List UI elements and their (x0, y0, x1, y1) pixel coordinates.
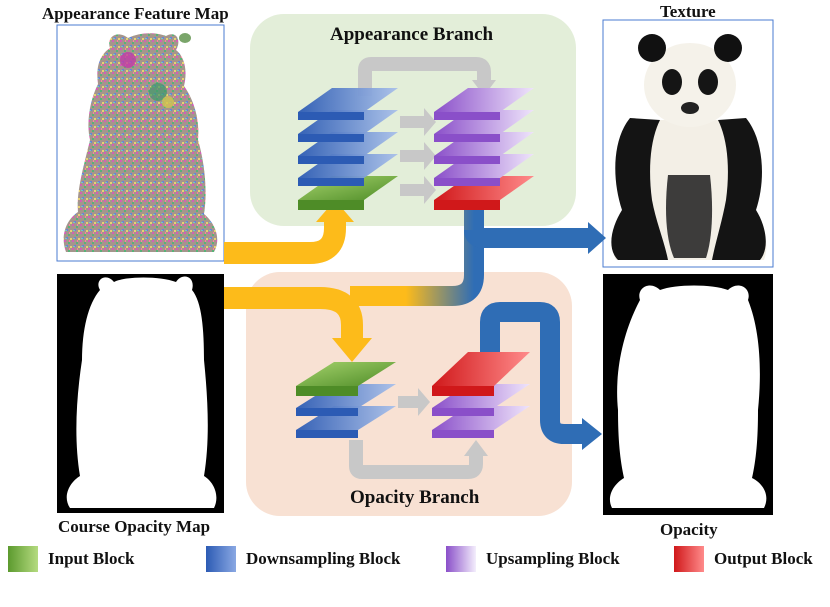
course-opacity-map-label: Course Opacity Map (58, 517, 211, 536)
legend-output: Output Block (674, 546, 813, 572)
appearance-up-block-1 (434, 154, 534, 178)
course-opacity-map-image (57, 274, 224, 513)
appearance-skip-top (358, 57, 491, 96)
opacity-map-to-opacity-branch-arrow (224, 287, 363, 340)
opacity-skip-bottom-arrowhead (464, 440, 488, 456)
legend-upsampling-label: Upsampling Block (486, 549, 620, 568)
legend-output-label: Output Block (714, 549, 813, 568)
appearance-to-texture-arrow (464, 227, 590, 248)
appearance-up-block-4 (434, 88, 534, 112)
opacity-output-block (432, 352, 530, 386)
legend-downsampling: Downsampling Block (206, 546, 400, 572)
appearance-decoder-stack (434, 88, 534, 210)
appearance-input-block (298, 176, 398, 200)
feature-to-appearance-arrowhead (316, 200, 354, 222)
opacity-image (603, 274, 773, 515)
legend-upsampling: Upsampling Block (446, 546, 620, 572)
opacity-input-block (296, 362, 396, 386)
appearance-to-texture-arrowhead (588, 222, 606, 254)
feature-to-appearance-arrow (224, 218, 346, 264)
opacity-map-to-opacity-branch-arrowhead (332, 338, 372, 362)
appearance-to-opacity-merge-arrow (350, 210, 484, 306)
appearance-encoder-stack (298, 88, 398, 210)
legend-input: Input Block (8, 546, 134, 572)
appearance-feature-map-label: Appearance Feature Map (42, 4, 229, 23)
upsampling-block-swatch (446, 546, 476, 572)
appearance-down-block-4 (298, 88, 398, 112)
appearance-down-block-1 (298, 154, 398, 178)
opacity-branch-to-output-arrow (480, 302, 584, 444)
appearance-down-block-2 (298, 132, 398, 156)
opacity-branch-to-output-arrowhead (582, 418, 602, 450)
texture-image (602, 19, 774, 268)
input-block-swatch (8, 546, 38, 572)
opacity-decoder-stack (432, 352, 530, 438)
appearance-up-block-2 (434, 132, 534, 156)
legend-downsampling-label: Downsampling Block (246, 549, 401, 568)
appearance-skip-arrows (400, 108, 436, 204)
appearance-branch-title: Appearance Branch (330, 24, 494, 45)
opacity-branch-title: Opacity Branch (350, 487, 480, 508)
appearance-feature-map-image (56, 24, 225, 262)
texture-label: Texture (660, 2, 716, 21)
opacity-label: Opacity (660, 520, 718, 539)
appearance-output-block (434, 176, 534, 200)
opacity-skip-bottom (349, 440, 483, 479)
appearance-down-block-3 (298, 110, 398, 134)
opacity-encoder-stack (296, 362, 396, 438)
downsampling-block-swatch (206, 546, 236, 572)
output-block-swatch (674, 546, 704, 572)
appearance-up-block-3 (434, 110, 534, 134)
opacity-down-block-2 (296, 406, 396, 430)
legend-input-label: Input Block (48, 549, 135, 568)
opacity-skip-arrow (398, 388, 430, 416)
opacity-up-block-2 (432, 406, 530, 430)
